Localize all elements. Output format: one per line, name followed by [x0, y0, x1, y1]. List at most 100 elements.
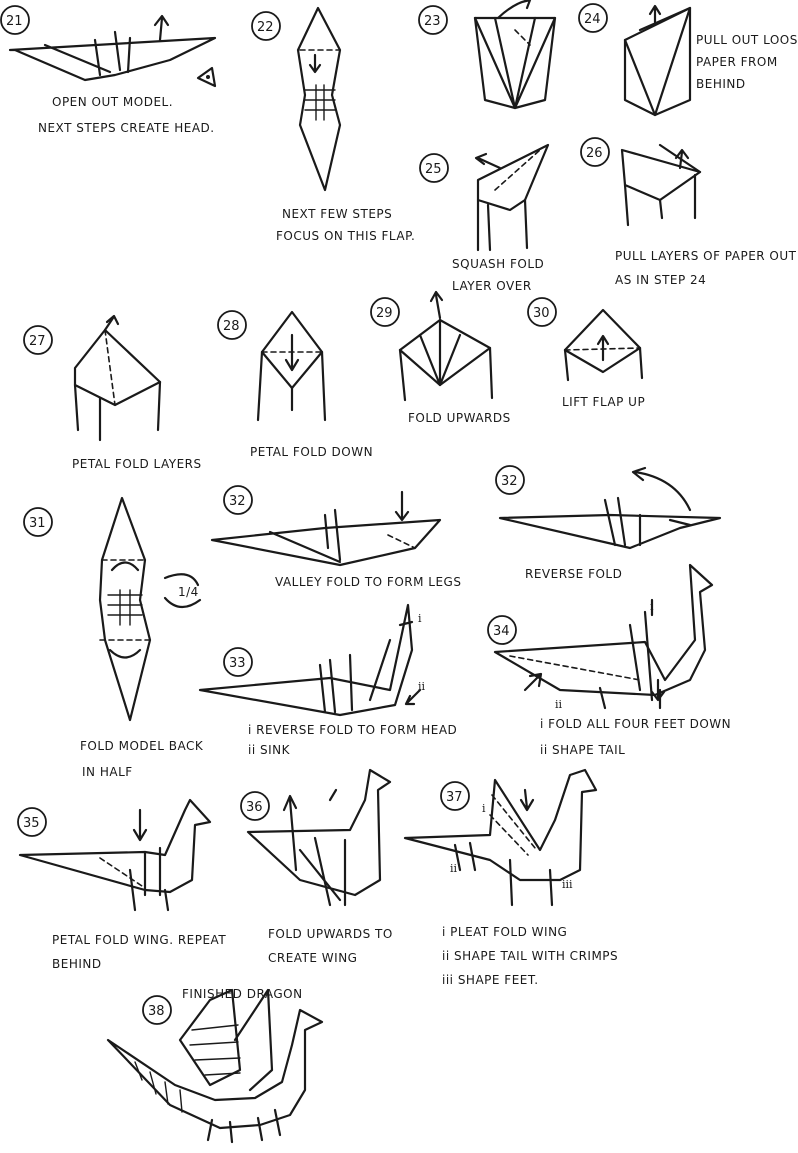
arrow-curved: [496, 0, 532, 20]
crease-lines: [43, 30, 132, 77]
step-37: 37 i ii iii i PLEAT FOLD WING ii SHAPE T…: [403, 768, 618, 987]
step-33: 33 i ii i REVERSE FOLD TO FORM HEAD ii S…: [198, 603, 457, 757]
step-number: 24: [584, 12, 601, 27]
step-34: 34 i ii i FOLD ALL FOUR FEET DOWN ii SHA…: [487, 563, 731, 757]
rotate-arrow-top: [163, 573, 200, 587]
step-21: 21 OPEN OUT MODEL. NEXT STEPS CREATE HEA…: [0, 5, 217, 135]
rotate-arrow-bottom: [163, 596, 202, 609]
arrow-up: [596, 334, 610, 362]
arrow-up: [282, 788, 338, 872]
step-number-circle: [487, 615, 517, 645]
step-caption-line: NEXT FEW STEPS: [282, 207, 392, 221]
step-caption-line: BEHIND: [696, 77, 746, 91]
diamond-flap-outline: [296, 6, 342, 192]
fold-line-dashed: [104, 329, 116, 406]
step-caption-line: PETAL FOLD LAYERS: [72, 457, 202, 471]
dragon-outline: [18, 798, 212, 894]
step-number: 25: [425, 162, 442, 177]
step-35: 35 PETAL FOLD WING. REPEAT BEHIND: [17, 798, 226, 971]
squash-flap: [476, 143, 550, 212]
step-caption-line: iii SHAPE FEET.: [442, 973, 539, 987]
curved-arrows: [108, 561, 142, 659]
step-number-circle: [23, 507, 53, 537]
arrow-down: [132, 808, 148, 842]
wing-creases: [298, 836, 347, 907]
arrow-left: [474, 152, 502, 170]
step-25: 25 SQUASH FOLD LAYER OVER: [419, 143, 550, 293]
model-outline: [198, 603, 414, 717]
step-caption-line: FOCUS ON THIS FLAP.: [276, 229, 415, 243]
step-caption-line: FINISHED DRAGON: [182, 987, 303, 1001]
fold-line-dashed: [494, 149, 541, 191]
leg-lines: [598, 610, 662, 710]
leg-lines: [453, 841, 554, 907]
mark-label: i: [482, 802, 486, 815]
dragon-outline: [403, 768, 598, 882]
step-30: 30 LIFT FLAP UP: [527, 297, 645, 409]
step-caption-line: i PLEAT FOLD WING: [442, 925, 567, 939]
model-creases: [318, 638, 392, 714]
step-number: 30: [533, 306, 550, 321]
step-caption-line: ii SINK: [248, 743, 291, 757]
step-number: 34: [493, 624, 510, 639]
model-outline: [73, 328, 162, 407]
arrow-up: [103, 314, 120, 332]
step-32-reverse-fold: 32 REVERSE FOLD: [495, 465, 722, 581]
pleat-lines-dashed: [489, 794, 536, 856]
step-number: 35: [23, 816, 40, 831]
step-caption-line: FOLD MODEL BACK: [80, 739, 204, 753]
fold-line-dashed: [509, 655, 641, 681]
step-caption-line: VALLEY FOLD TO FORM LEGS: [275, 575, 461, 589]
arrow-up: [153, 14, 170, 42]
step-36: 36 FOLD UPWARDS TO CREATE WING: [240, 768, 393, 965]
step-number-circle: [578, 3, 608, 33]
step-number-circle: [142, 995, 172, 1025]
step-number: 38: [148, 1004, 165, 1019]
model-creases: [268, 508, 342, 564]
arrow-down: [519, 788, 535, 812]
step-caption-line: PULL OUT LOOSE: [696, 33, 798, 47]
step-caption-line: OPEN OUT MODEL.: [52, 95, 173, 109]
fold-line-dashed: [514, 29, 531, 46]
step-number-circle: [251, 11, 281, 41]
leg-lines: [563, 346, 644, 382]
step-number: 28: [223, 319, 240, 334]
model-outline: [210, 518, 442, 567]
step-38: 38 FINISHED DRAGON: [106, 987, 324, 1144]
step-number-circle: [17, 807, 47, 837]
dragon-body-outline: [106, 1008, 324, 1130]
eye-pupil: [206, 75, 210, 79]
model-outline: [563, 308, 642, 374]
step-31: 31 1/4 FOLD MODEL BACK IN HALF: [23, 496, 204, 779]
step-23: 23: [418, 0, 557, 110]
mark-label: iii: [562, 878, 573, 891]
step-number: 31: [29, 516, 46, 531]
mark-label: ii: [555, 698, 563, 711]
step-caption-line: IN HALF: [82, 765, 133, 779]
kite-outline: [473, 16, 557, 110]
fold-line-dashed: [99, 559, 151, 641]
step-caption-line: LAYER OVER: [452, 279, 532, 293]
arrow-down: [308, 53, 322, 74]
arrow-up: [674, 148, 690, 170]
step-caption-line: FOLD UPWARDS TO: [268, 927, 393, 941]
mark-label: i: [650, 600, 654, 613]
model-outline: [498, 513, 722, 550]
step-number-circle: [370, 297, 400, 327]
arrow-up: [429, 290, 444, 320]
step-caption-line: BEHIND: [52, 957, 102, 971]
step-26: 26 PULL LAYERS OF PAPER OUT AS IN STEP 2…: [580, 137, 797, 287]
model-creases: [623, 6, 692, 117]
step-caption-line: PETAL FOLD WING. REPEAT: [52, 933, 226, 947]
step-number: 36: [246, 800, 263, 815]
step-caption-line: PULL LAYERS OF PAPER OUT: [615, 249, 797, 263]
step-number: 32: [229, 494, 246, 509]
arrows: [398, 620, 422, 706]
step-number-circle: [223, 485, 253, 515]
step-number-circle: [527, 297, 557, 327]
arrow-down: [284, 333, 300, 372]
leg-lines: [73, 380, 162, 442]
step-number-circle: [440, 781, 470, 811]
step-number-circle: [0, 5, 30, 35]
